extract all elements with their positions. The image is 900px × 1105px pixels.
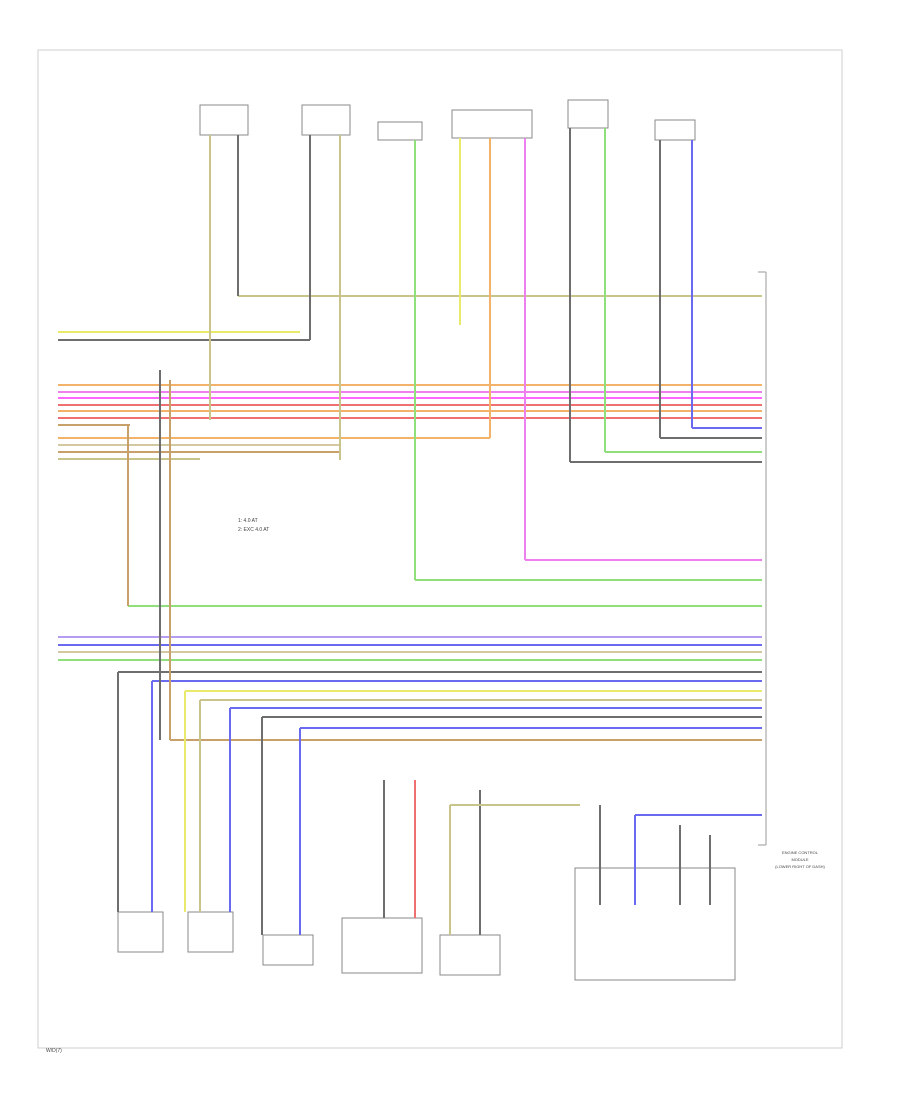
bottom-sensor-3 xyxy=(262,934,314,966)
page-frame xyxy=(37,49,843,1049)
bottom-components xyxy=(117,867,736,981)
top-sensor-4 xyxy=(451,109,533,139)
module-label-line-2: MODULE xyxy=(791,857,808,862)
top-switch-3 xyxy=(377,121,423,141)
wire-verticals-top xyxy=(209,128,693,580)
bottom-sensor-1 xyxy=(117,911,164,953)
module-connector xyxy=(758,271,767,846)
wire-bundle-upper xyxy=(58,295,762,460)
wire-verticals-bottom xyxy=(117,370,762,935)
top-components xyxy=(199,99,696,141)
wire-right-ends xyxy=(127,425,762,607)
bottom-switch-6 xyxy=(574,867,736,981)
module-label: ENGINE CONTROL MODULE (LOWER RIGHT OF DA… xyxy=(775,850,825,869)
top-sensor-2 xyxy=(301,104,351,136)
bottom-sensor-2 xyxy=(187,911,234,953)
legend-line-2: 2: EXC 4.0 AT xyxy=(238,527,269,533)
top-sensor-6 xyxy=(654,119,696,141)
page-code: W/D(7) xyxy=(46,1048,62,1054)
wire-bundle-lower xyxy=(58,636,762,741)
legend: 1: 4.0 AT 2: EXC 4.0 AT xyxy=(238,518,269,533)
module-label-line-1: ENGINE CONTROL xyxy=(782,850,819,855)
top-sensor-1 xyxy=(199,104,249,136)
bottom-sensor-5 xyxy=(439,934,501,976)
bottom-switch-4 xyxy=(341,917,423,974)
legend-line-1: 1: 4.0 AT xyxy=(238,518,258,524)
module-label-line-3: (LOWER RIGHT OF DASH) xyxy=(775,864,825,869)
top-sensor-5 xyxy=(567,99,609,129)
